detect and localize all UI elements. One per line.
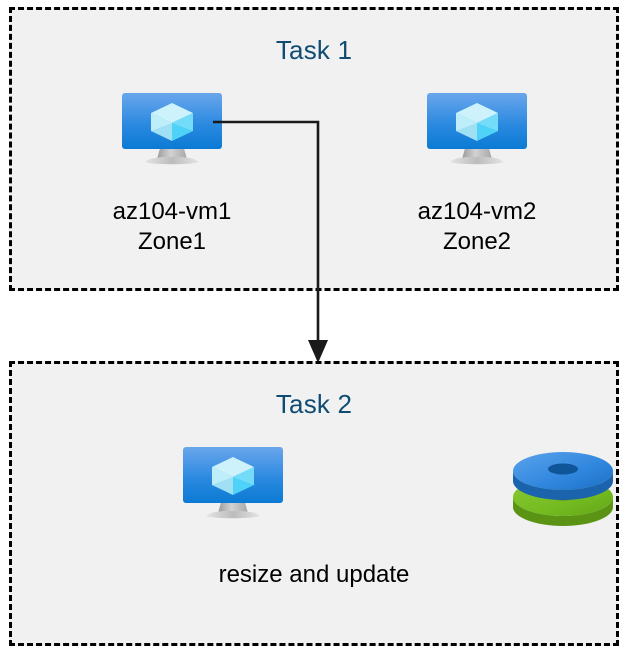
vm2-zone: Zone2 [442,228,512,255]
node-az104-vm2[interactable]: az104-vm2 Zone2 [352,88,602,257]
vm1-name: az104-vm1 [112,198,232,225]
task-2-caption-wrap: resize and update [12,558,616,592]
node-az104-vm1-labels: az104-vm1 Zone1 [47,197,297,257]
virtual-machine-icon [117,88,227,183]
task-1-container: Task 1 [9,7,619,291]
vm2-name: az104-vm2 [417,198,537,225]
virtual-machine-icon [422,88,532,183]
task-2-container: Task 2 [9,361,619,646]
task-2-title: Task 2 [275,389,353,419]
vm1-zone: Zone1 [137,228,207,255]
task-1-title: Task 1 [275,35,353,65]
virtual-machine-icon [178,442,288,537]
node-az104-vm1[interactable]: az104-vm1 Zone1 [47,88,297,257]
task-2-icon-row [12,442,616,537]
task-2-caption: resize and update [218,561,410,588]
managed-disks-icon [510,445,616,535]
node-az104-vm2-labels: az104-vm2 Zone2 [352,197,602,257]
